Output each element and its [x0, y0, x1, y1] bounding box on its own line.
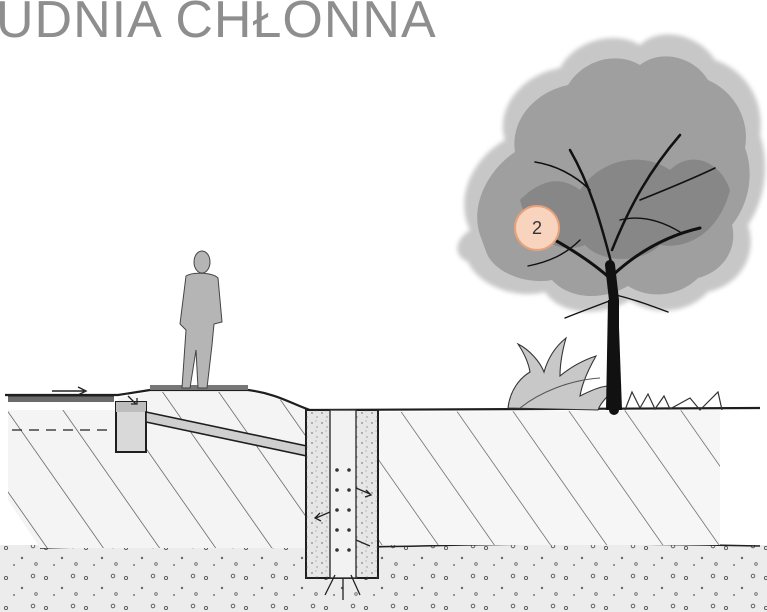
tree-trunk: [606, 300, 622, 410]
shrub: [508, 338, 620, 410]
callout-number: 2: [532, 218, 542, 239]
well-pipe: [330, 410, 356, 578]
paving-surface: [8, 396, 114, 402]
callout-badge-2: 2: [514, 205, 560, 251]
person-figure: [180, 251, 222, 388]
surface-flow-arrow: [52, 387, 86, 395]
